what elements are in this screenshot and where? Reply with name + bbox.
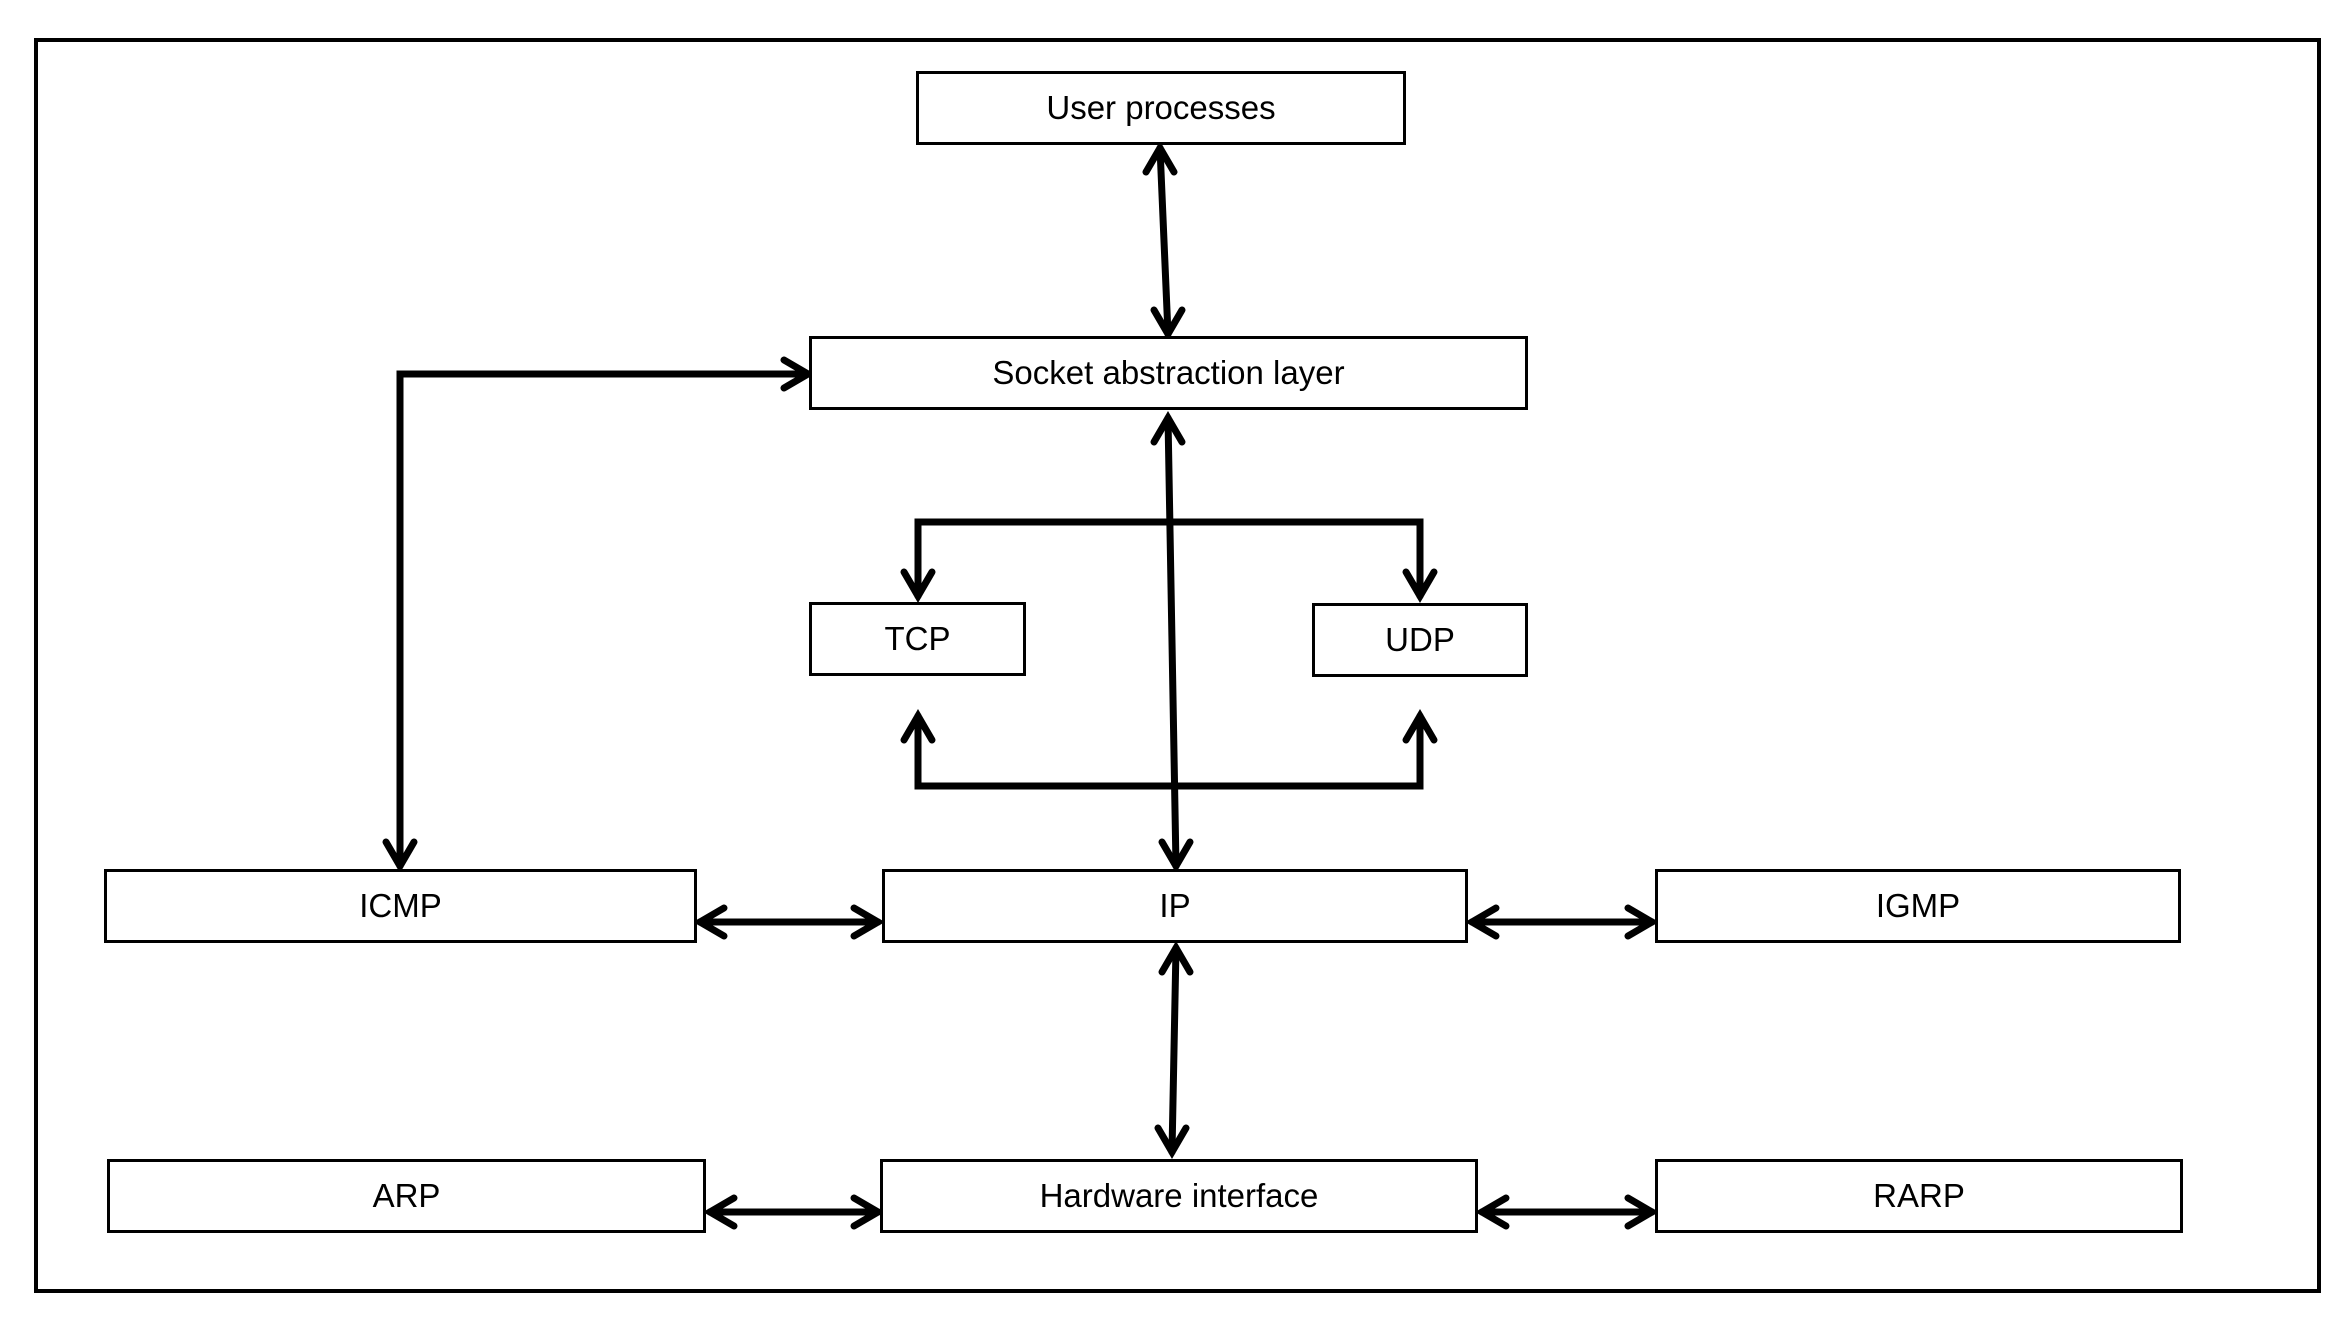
node-icmp: ICMP <box>104 869 697 943</box>
arrow-arp-hardware <box>703 1194 885 1230</box>
node-rarp: RARP <box>1655 1159 2183 1233</box>
arrow-ip-igmp <box>1465 904 1659 940</box>
node-hardware-interface: Hardware interface <box>880 1159 1478 1233</box>
node-socket-abstraction-layer: Socket abstraction layer <box>809 336 1528 410</box>
node-ip: IP <box>882 869 1468 943</box>
arrow-icmp-socket <box>382 356 815 873</box>
arrow-user-socket <box>1142 141 1186 341</box>
node-udp: UDP <box>1312 603 1528 677</box>
diagram-frame <box>34 38 2321 1293</box>
bracket-socket-tcp-udp <box>900 518 1438 603</box>
arrow-icmp-ip <box>693 904 885 940</box>
node-tcp: TCP <box>809 602 1026 676</box>
node-user-processes: User processes <box>916 71 1406 145</box>
arrow-ip-hardware <box>1154 941 1194 1159</box>
node-arp: ARP <box>107 1159 706 1233</box>
arrow-socket-ip <box>1150 411 1194 873</box>
arrow-hardware-rarp <box>1475 1194 1659 1230</box>
bracket-tcp-udp-ip <box>900 709 1438 790</box>
node-igmp: IGMP <box>1655 869 2181 943</box>
